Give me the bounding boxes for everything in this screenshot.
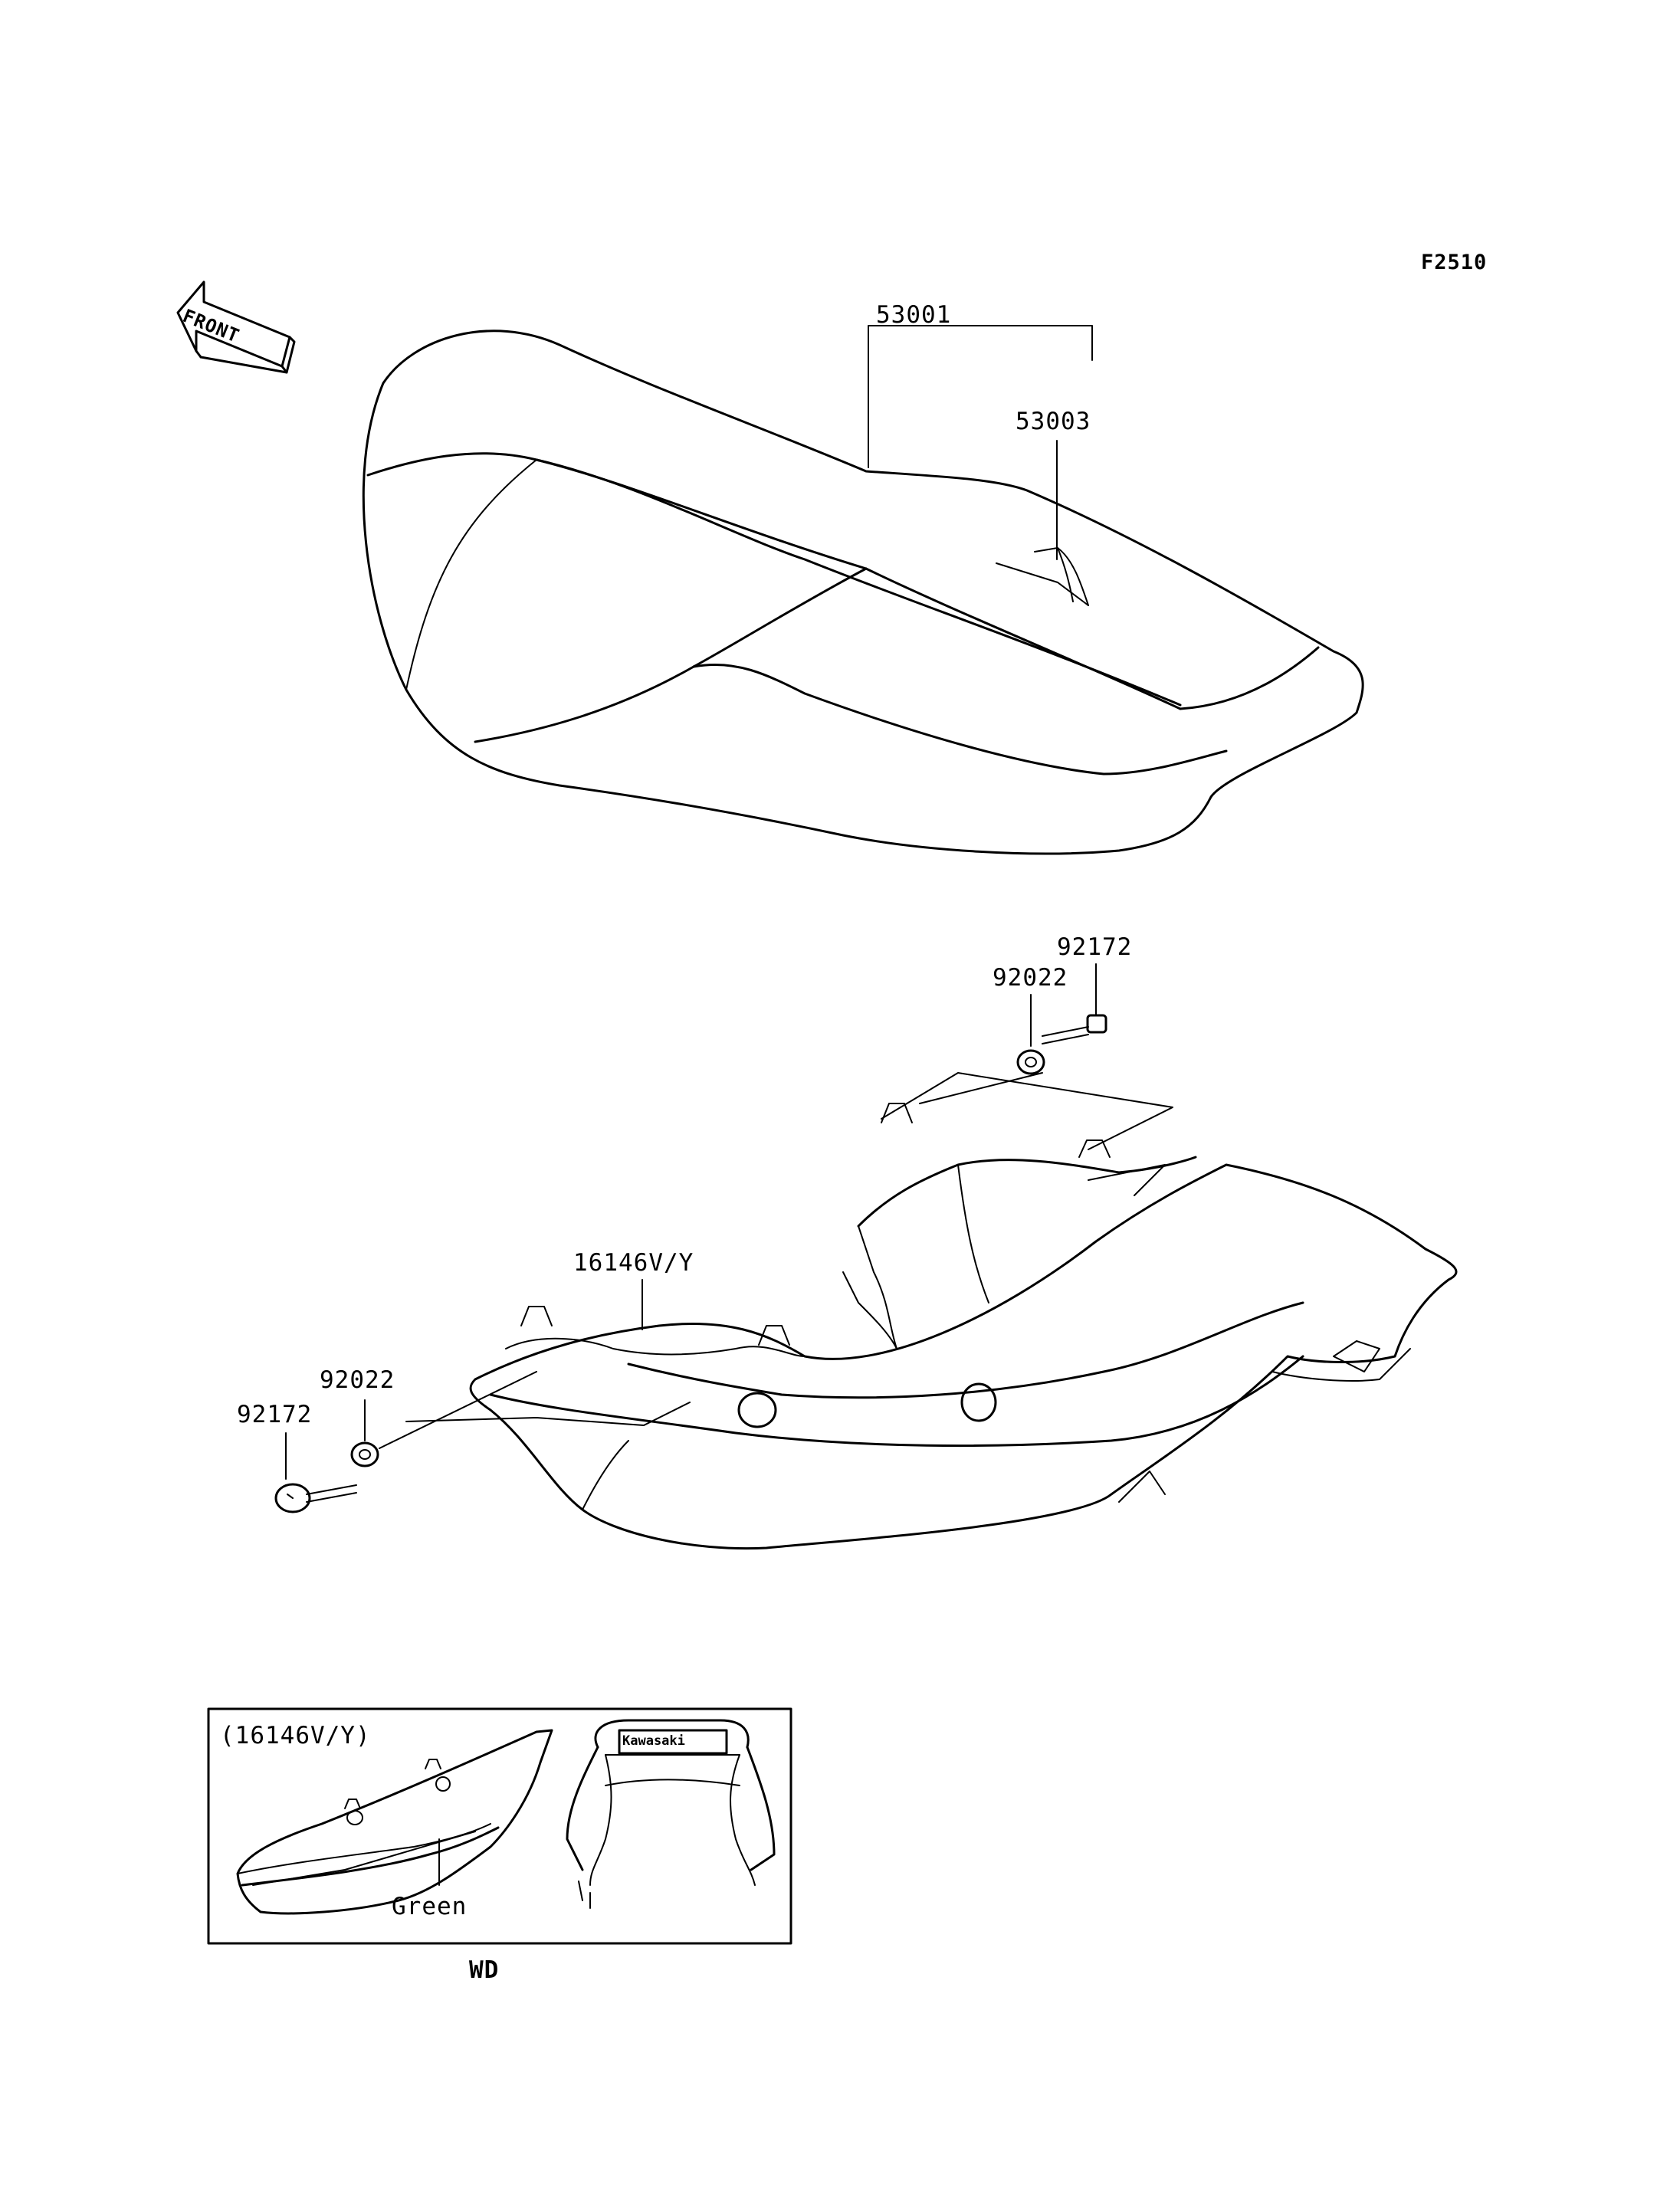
kawasaki-logo: Kawasaki xyxy=(622,1733,685,1749)
figure-code: F2510 xyxy=(1421,251,1488,274)
part-label-bolt-right: 92172 xyxy=(1057,933,1133,961)
fasteners-left xyxy=(274,1371,537,1513)
inset-box xyxy=(207,1707,792,1945)
fasteners-right xyxy=(919,963,1107,1104)
inset-caption: WD xyxy=(469,1956,500,1984)
side-cover-drawing xyxy=(405,1072,1458,1550)
inset-title: (16146V/Y) xyxy=(220,1722,371,1749)
front-arrow-icon xyxy=(176,280,296,374)
seat-drawing xyxy=(362,330,1364,855)
part-label-bolt-left: 92172 xyxy=(237,1401,313,1428)
inset-color-note: Green xyxy=(392,1893,468,1920)
part-label-seat-cover: 53003 xyxy=(1016,408,1091,435)
part-label-washer-left: 92022 xyxy=(320,1366,395,1394)
part-label-side-cover: 16146V/Y xyxy=(573,1249,694,1277)
inset-side-cover-drawing xyxy=(236,1729,553,1915)
inset-tail-drawing xyxy=(566,1719,776,1909)
part-label-seat: 53001 xyxy=(876,301,952,329)
part-label-washer-right: 92022 xyxy=(993,964,1068,992)
leader-lines-seat xyxy=(868,325,1093,560)
